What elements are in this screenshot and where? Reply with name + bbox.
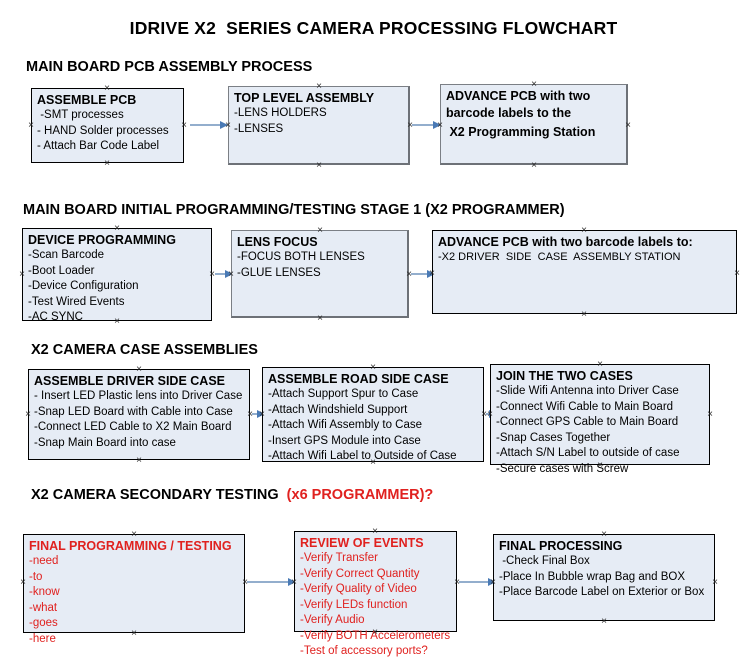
page-title: IDRIVE X2 SERIES CAMERA PROCESSING FLOWC… bbox=[129, 18, 618, 38]
box-line: -SMT processes bbox=[37, 109, 124, 121]
box-lens-focus[interactable]: LENS FOCUS -FOCUS BOTH LENSES -GLUE LENS… bbox=[231, 230, 409, 318]
box-line: - Insert LED Plastic lens into Driver Ca… bbox=[34, 390, 243, 402]
box-line: - HAND Solder processes bbox=[37, 124, 169, 137]
box-line: -GLUE LENSES bbox=[237, 266, 321, 279]
box-line: -Verify Audio bbox=[300, 614, 365, 626]
box-line: -Connect LED Cable to X2 Main Board bbox=[34, 421, 232, 433]
box-line: -X2 DRIVER SIDE CASE ASSEMBLY STATION bbox=[438, 251, 681, 263]
box-line: -Verify Quality of Video bbox=[300, 583, 417, 595]
box-line: -Attach S/N Label to outside of case bbox=[496, 447, 680, 459]
box-line: -Place In Bubble wrap Bag and BOX bbox=[499, 570, 686, 583]
section-heading-x2-camera-secondary-testing: X2 CAMERA SECONDARY TESTING (x6 PROGRAMM… bbox=[31, 487, 433, 503]
box-line: -need bbox=[29, 555, 59, 567]
box-line-overflow: -Test of accessory ports? bbox=[300, 645, 428, 657]
box-line: -here bbox=[29, 632, 56, 645]
box-top-level-assembly[interactable]: TOP LEVEL ASSEMBLY -LENS HOLDERS -LENSES bbox=[228, 86, 410, 165]
box-line: X2 Programming Station bbox=[446, 125, 596, 139]
box-line: -Connect GPS Cable to Main Board bbox=[496, 416, 679, 428]
connector-arrow bbox=[215, 270, 233, 278]
box-line: -LENSES bbox=[234, 122, 284, 135]
box-line: -Verify Transfer bbox=[300, 552, 378, 564]
box-line: barcode labels to the bbox=[446, 106, 572, 120]
box-line: -what bbox=[29, 601, 58, 614]
box-title: TOP LEVEL ASSEMBLY bbox=[234, 91, 375, 105]
connector-arrow bbox=[247, 578, 296, 586]
box-title: ASSEMBLE ROAD SIDE CASE bbox=[268, 372, 449, 386]
box-line: -FOCUS BOTH LENSES bbox=[237, 251, 365, 263]
box-line: -LENS HOLDERS bbox=[234, 107, 327, 119]
box-line: -Verify BOTH Accelerometers bbox=[300, 629, 451, 642]
box-line: -to bbox=[29, 570, 43, 583]
box-line: -Check Final Box bbox=[499, 555, 590, 567]
box-line: -Insert GPS Module into Case bbox=[268, 434, 421, 447]
box-final-processing[interactable]: FINAL PROCESSING -Check Final Box -Place… bbox=[493, 534, 715, 621]
box-assemble-road-side-case[interactable]: ASSEMBLE ROAD SIDE CASE -Attach Support … bbox=[262, 367, 484, 462]
box-title: DEVICE PROGRAMMING bbox=[28, 233, 176, 247]
box-line: -Attach Wifi Label to Outside of Case bbox=[268, 450, 457, 462]
box-line: -Boot Loader bbox=[28, 264, 95, 277]
box-line: -goes bbox=[29, 617, 58, 629]
box-title: LENS FOCUS bbox=[237, 235, 318, 249]
box-line: -AC SYNC bbox=[28, 311, 83, 323]
box-title: FINAL PROCESSING bbox=[499, 539, 623, 553]
box-title: FINAL PROGRAMMING / TESTING bbox=[29, 539, 232, 553]
box-title: ADVANCE PCB with two barcode labels to: bbox=[438, 235, 693, 249]
box-line: -Secure cases with Screw bbox=[496, 462, 629, 475]
connector-arrow bbox=[412, 121, 441, 129]
box-line: - Attach Bar Code Label bbox=[37, 140, 160, 152]
box-final-programming-testing[interactable]: FINAL PROGRAMMING / TESTING -need -to -k… bbox=[23, 534, 245, 645]
section-heading-main-board-pcb-assembly-process: MAIN BOARD PCB ASSEMBLY PROCESS bbox=[26, 59, 313, 75]
box-title: ADVANCE PCB with two bbox=[446, 89, 591, 103]
box-line: -Attach Support Spur to Case bbox=[268, 388, 419, 400]
box-line: -Verify LEDs function bbox=[300, 598, 408, 611]
box-line: -Device Configuration bbox=[28, 280, 139, 292]
box-line: -Snap Cases Together bbox=[496, 431, 611, 444]
box-title: ASSEMBLE PCB bbox=[37, 93, 137, 107]
section-heading-x2-camera-case-assemblies: X2 CAMERA CASE ASSEMBLIES bbox=[31, 342, 258, 358]
box-line: -Snap LED Board with Cable into Case bbox=[34, 405, 233, 418]
box-line: -Connect Wifi Cable to Main Board bbox=[496, 400, 674, 413]
box-assemble-pcb[interactable]: ASSEMBLE PCB -SMT processes - HAND Solde… bbox=[31, 88, 184, 163]
box-review-of-events[interactable]: REVIEW OF EVENTS -Verify Transfer -Verif… bbox=[294, 531, 457, 657]
box-line: -Attach Windshield Support bbox=[268, 403, 408, 416]
box-line: -Verify Correct Quantity bbox=[300, 567, 420, 580]
box-title: REVIEW OF EVENTS bbox=[300, 536, 424, 550]
connector-arrow bbox=[459, 578, 496, 586]
box-line: -Slide Wifi Antenna into Driver Case bbox=[496, 385, 679, 397]
connector-arrow bbox=[411, 270, 435, 278]
box-join-the-two-cases[interactable]: JOIN THE TWO CASES -Slide Wifi Antenna i… bbox=[490, 364, 710, 475]
box-advance-pcb-to-driver-side-case-assembly-station[interactable]: ADVANCE PCB with two barcode labels to: … bbox=[432, 230, 737, 314]
connector-arrow bbox=[190, 121, 228, 129]
box-device-programming[interactable]: DEVICE PROGRAMMING -Scan Barcode -Boot L… bbox=[22, 228, 212, 323]
box-title: ASSEMBLE DRIVER SIDE CASE bbox=[34, 374, 226, 388]
box-assemble-driver-side-case[interactable]: ASSEMBLE DRIVER SIDE CASE - Insert LED P… bbox=[28, 369, 250, 460]
box-line: -Snap Main Board into case bbox=[34, 436, 176, 449]
box-advance-pcb-to-x2-programming-station[interactable]: ADVANCE PCB with two barcode labels to t… bbox=[440, 84, 628, 165]
section-heading-text: X2 CAMERA SECONDARY TESTING bbox=[31, 487, 287, 503]
section-heading-main-board-initial-programming-testing-stage-1: MAIN BOARD INITIAL PROGRAMMING/TESTING S… bbox=[23, 202, 565, 218]
connector-arrow bbox=[252, 410, 265, 418]
box-line: -know bbox=[29, 586, 60, 598]
section-heading-accent: (x6 PROGRAMMER)? bbox=[286, 487, 434, 503]
box-line: -Test Wired Events bbox=[28, 295, 125, 308]
box-line: -Attach Wifi Assembly to Case bbox=[268, 419, 423, 431]
box-line: -Place Barcode Label on Exterior or Box bbox=[499, 586, 705, 598]
box-line: -Scan Barcode bbox=[28, 249, 105, 261]
box-title: JOIN THE TWO CASES bbox=[496, 369, 633, 383]
